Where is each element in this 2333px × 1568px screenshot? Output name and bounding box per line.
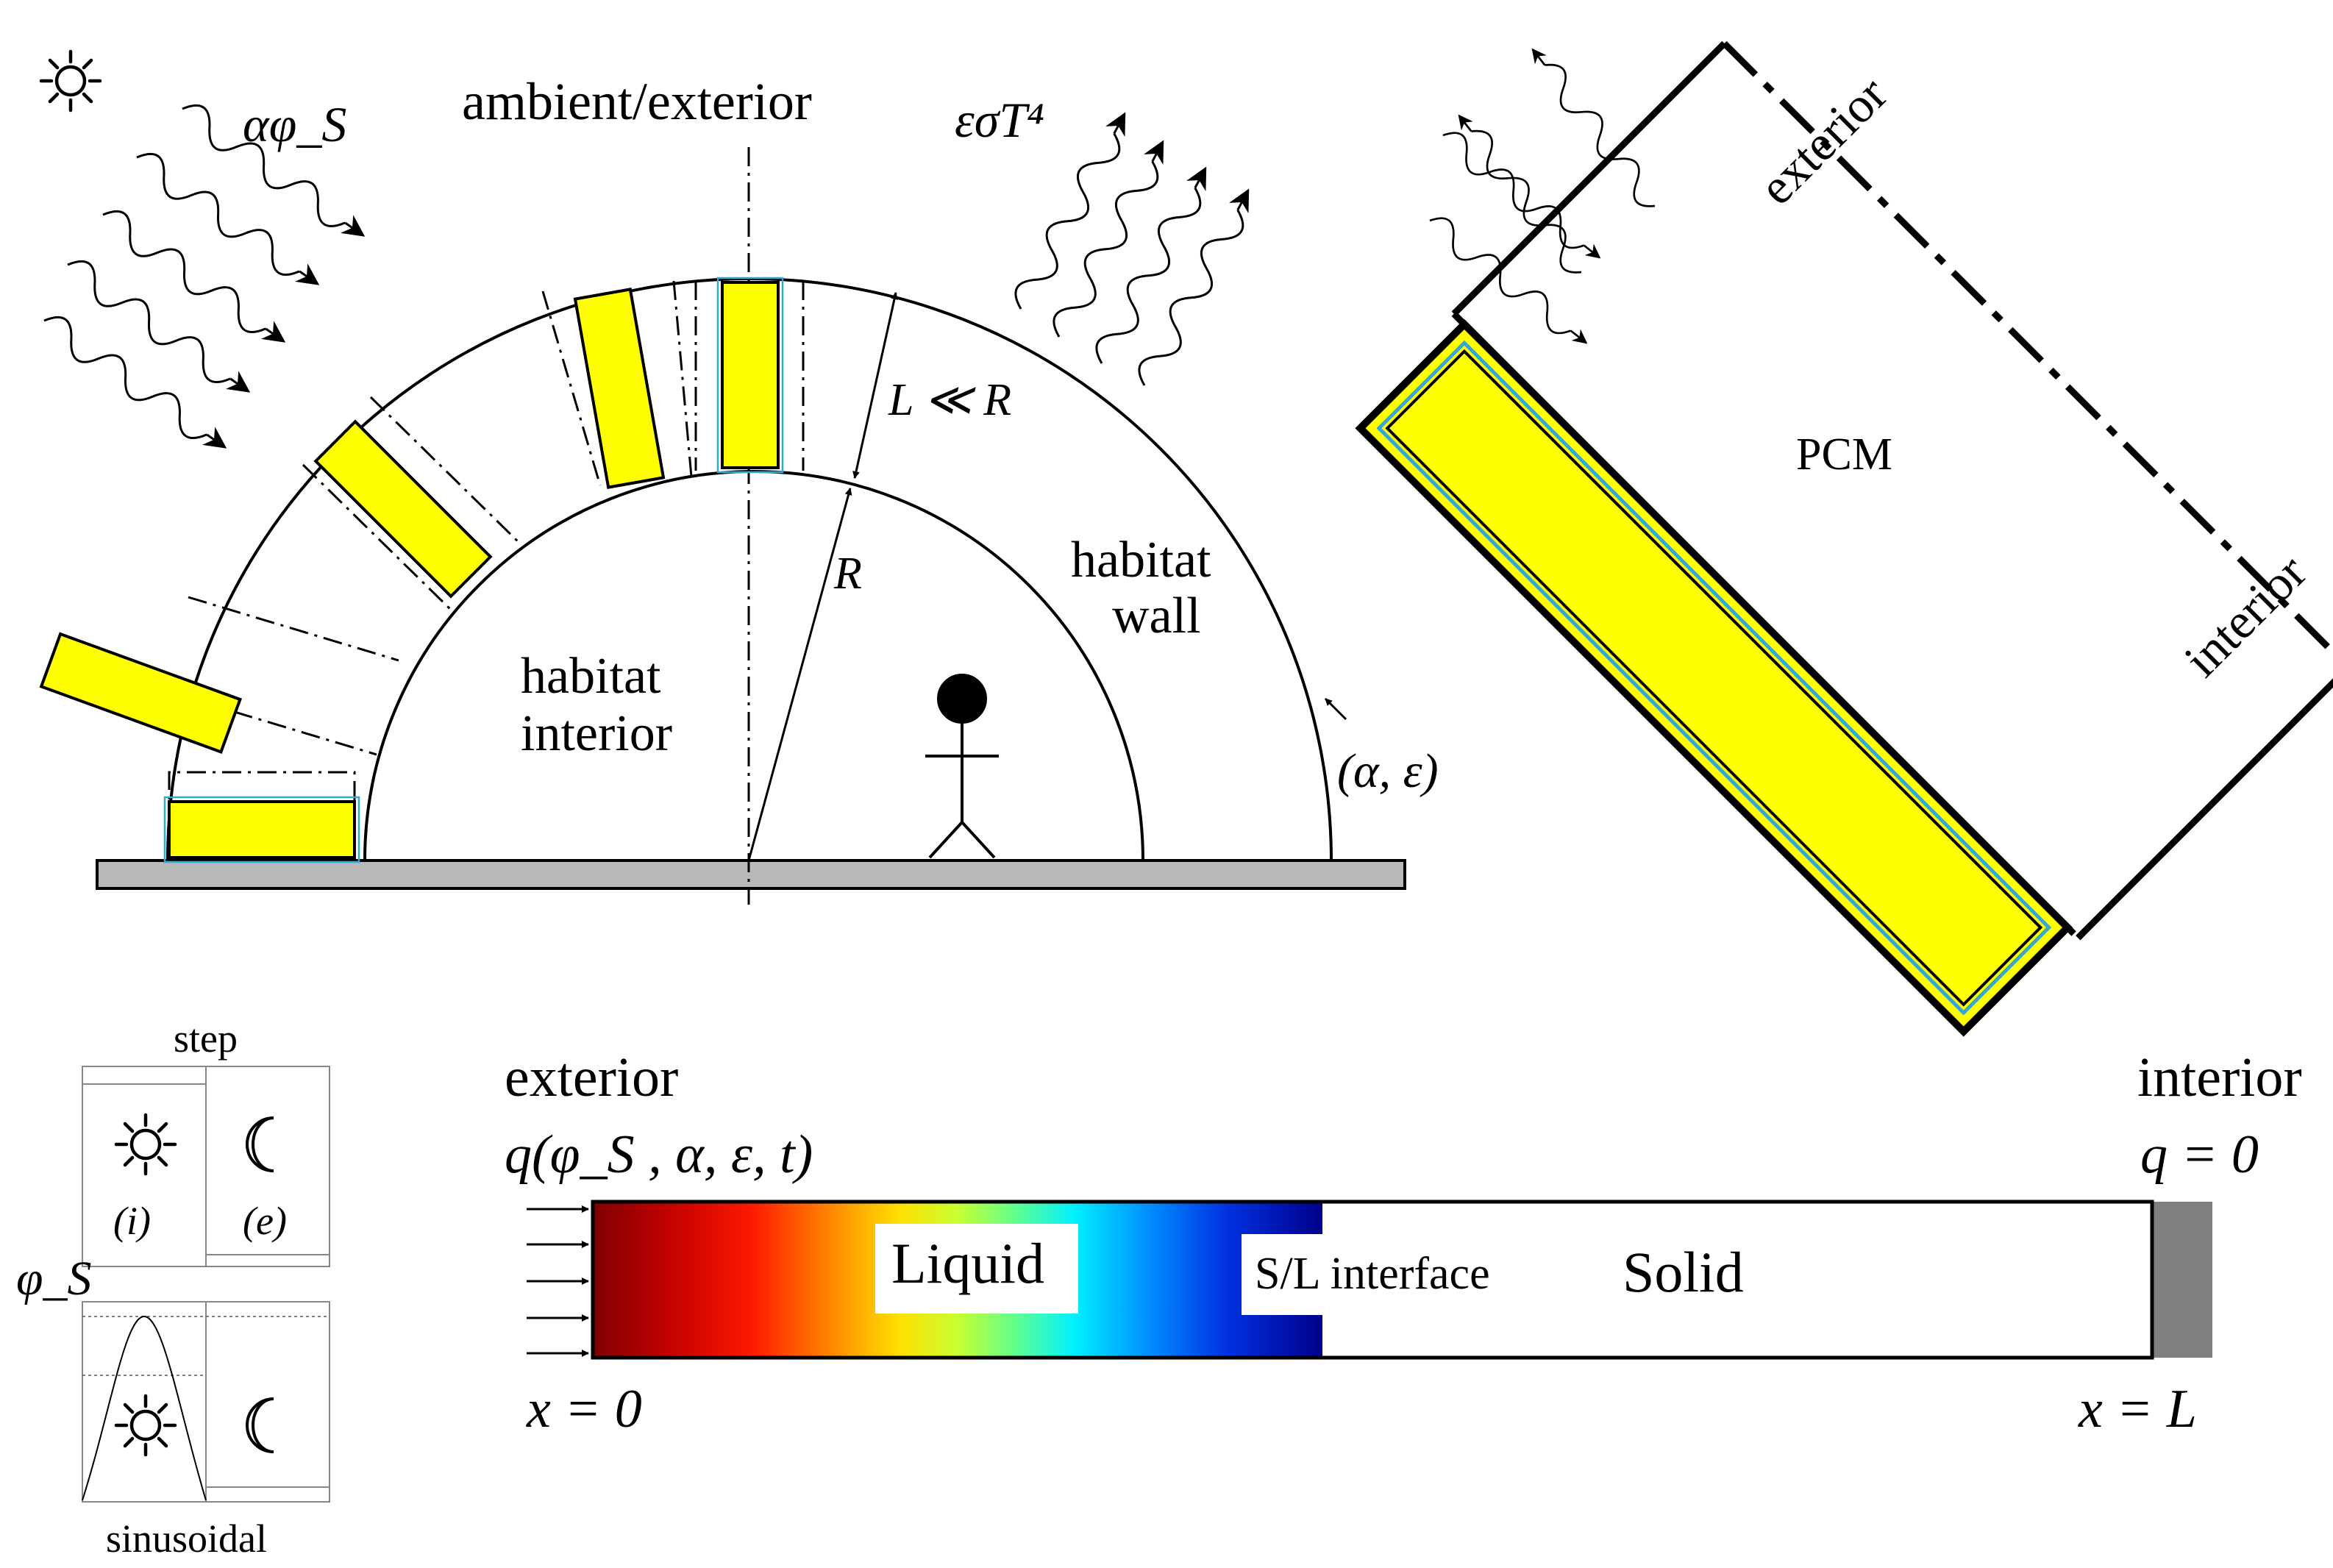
solid-label: Solid: [1623, 1240, 1744, 1304]
slab-outline: [591, 1200, 2154, 1360]
person-icon: [925, 674, 999, 859]
surface-pointer: [1324, 697, 1347, 721]
pcm-label: PCM: [1796, 430, 1892, 480]
absorbed-solar-label: αφ_S: [243, 96, 346, 152]
zero-flux-label: q = 0: [2140, 1125, 2259, 1185]
phase-e-label: (e): [243, 1199, 287, 1243]
liquid-label: Liquid: [891, 1231, 1044, 1295]
interior-label-line2: interior: [521, 705, 672, 762]
forcing-insets: step (i) (e) φ_S sinusoidal: [16, 1016, 330, 1561]
thickness-label: L ≪ R: [888, 375, 1011, 425]
sun-icon: [116, 1115, 175, 1174]
moon-icon: [246, 1116, 275, 1172]
pcm-panel: [39, 632, 242, 754]
wall-segments: [165, 280, 805, 860]
sinusoidal-label: sinusoidal: [106, 1517, 267, 1561]
interface-label: S/L interface: [1255, 1249, 1490, 1299]
x0-label: x = 0: [526, 1379, 642, 1439]
ground-plate: [96, 859, 1406, 890]
xL-label: x = L: [2078, 1379, 2197, 1439]
pcm-panel: [313, 419, 493, 599]
sinusoidal-curve: [82, 1315, 207, 1501]
inner-wall-surface: [363, 470, 1144, 861]
interior-wall-end: [2152, 1202, 2212, 1358]
wall-label-line2: wall: [1112, 588, 1201, 644]
flux-arrows: [527, 1205, 589, 1357]
pcm-panels: [39, 281, 780, 859]
slab-interior-label: interior: [2137, 1047, 2302, 1108]
interface-label-box: [1242, 1234, 1322, 1315]
radius-arrow: [747, 488, 852, 861]
slab-exterior-label: exterior: [505, 1047, 678, 1108]
step-label: step: [174, 1016, 238, 1061]
emitted-radiation-waves: [1008, 112, 1251, 393]
pcm-panel: [721, 281, 780, 469]
flux-label: q(φ_S , α, ε, t): [505, 1125, 813, 1185]
surface-props-label: (α, ε): [1337, 744, 1439, 798]
moon-icon: [246, 1397, 275, 1453]
pcm-detail: PCM exterior interior: [1355, 40, 2333, 1037]
sun-icon: [41, 51, 100, 110]
solid-region: [1322, 1202, 2152, 1358]
radius-label: R: [833, 549, 862, 599]
pcm-label-box: [1780, 418, 1926, 487]
habitat-section: ambient/exterior αφ_S εσT⁴ L ≪ R R habit…: [35, 51, 1439, 905]
detail-waves: [1421, 48, 1666, 344]
radiated-label: εσT⁴: [955, 92, 1044, 148]
wall-label-line1: habitat: [1071, 532, 1211, 588]
interior-label-line1: habitat: [521, 648, 661, 705]
phase-i-label: (i): [113, 1199, 151, 1243]
thickness-arrow: [852, 292, 898, 479]
sine-box-night: [205, 1301, 330, 1503]
liquid-label-box: [875, 1224, 1078, 1314]
incoming-solar-waves: [35, 96, 366, 449]
ambient-label: ambient/exterior: [462, 72, 812, 131]
pcm-panel-detail: [1355, 318, 2073, 1037]
step-box-night: [205, 1066, 330, 1267]
pcm-panel: [573, 288, 666, 489]
slab-model: Liquid S/L interface Solid exterior q(φ_…: [505, 1047, 2302, 1439]
pcm-panel: [168, 800, 356, 859]
sun-icon: [116, 1396, 175, 1455]
phi-label: φ_S: [16, 1252, 92, 1305]
